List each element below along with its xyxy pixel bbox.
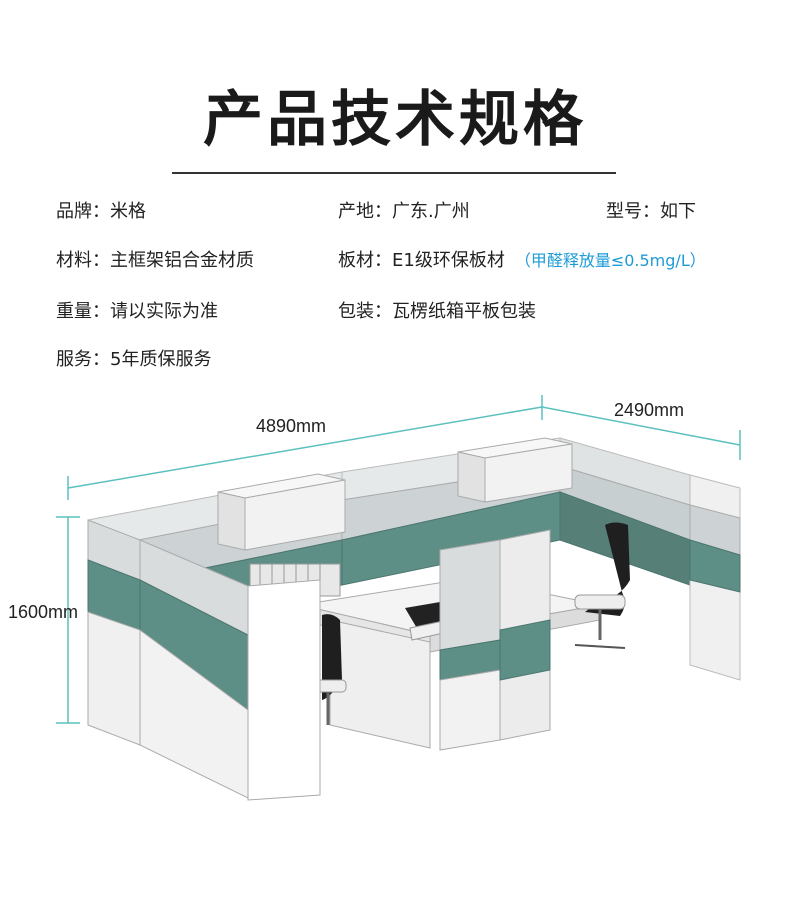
workstation-illustration: 4890mm 2490mm 1600mm xyxy=(0,380,790,899)
spec-board: 板材：E1级环保板材 （甲醛释放量≤0.5mg/L） xyxy=(338,249,706,273)
overhead-cabinet-right xyxy=(457,437,573,503)
front-partition-left xyxy=(87,519,321,801)
spec-packaging: 包装：瓦楞纸箱平板包装 xyxy=(338,301,536,322)
middle-divider-panel xyxy=(439,529,551,751)
spec-service: 服务：5年质保服务 xyxy=(56,349,212,370)
workstation-drawing: 4890mm 2490mm 1600mm xyxy=(8,395,741,801)
height-label: 1600mm xyxy=(8,602,78,622)
depth-label: 2490mm xyxy=(614,400,684,420)
spec-brand: 品牌：米格 xyxy=(56,201,146,222)
dimension-lines xyxy=(56,395,741,724)
page-title: 产品技术规格 xyxy=(203,85,587,155)
office-chair-right xyxy=(574,522,630,649)
title-divider xyxy=(172,172,616,174)
spec-origin: 产地：广东.广州 xyxy=(338,201,470,222)
spec-board-text: 板材：E1级环保板材 xyxy=(338,250,505,271)
overhead-cabinet-left xyxy=(217,473,346,551)
spec-weight: 重量：请以实际为准 xyxy=(56,301,218,322)
length-dimension-line xyxy=(67,406,543,489)
spec-board-note: （甲醛释放量≤0.5mg/L） xyxy=(514,251,706,270)
length-label: 4890mm xyxy=(256,416,326,436)
depth-dimension-line xyxy=(541,406,741,446)
right-end-panel xyxy=(689,474,741,681)
office-chair-left xyxy=(311,614,347,725)
spec-model: 型号：如下 xyxy=(606,201,696,222)
spec-material: 材料：主框架铝合金材质 xyxy=(56,250,254,271)
